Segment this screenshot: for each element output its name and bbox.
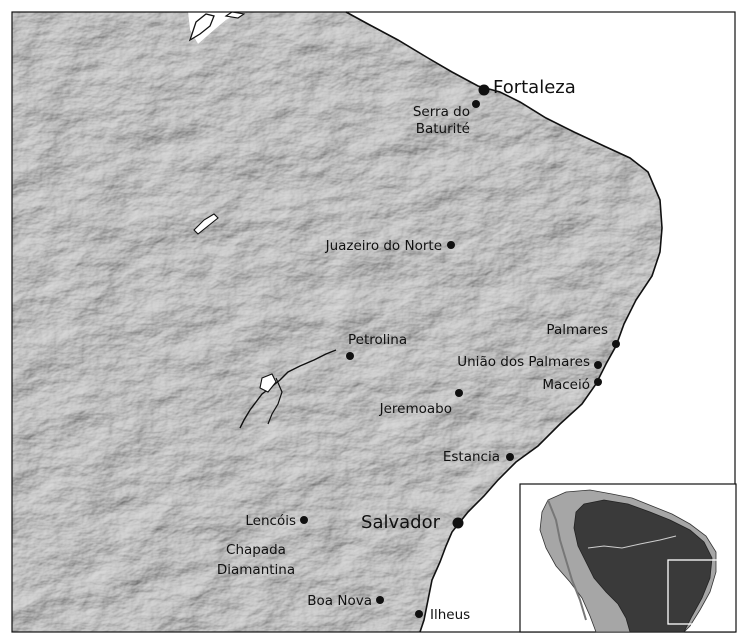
label-chapada-2: Diamantina [217, 562, 295, 578]
city-dot-boanova[interactable] [376, 596, 384, 604]
inset-amazon-river [587, 535, 677, 549]
label-jeremoabo: Jeremoabo [379, 401, 452, 417]
label-ilheus: Ilheus [430, 607, 470, 623]
city-dot-estancia[interactable] [506, 453, 514, 461]
label-uniao: União dos Palmares [457, 354, 590, 370]
inset-map [519, 483, 737, 633]
city-dot-serra[interactable] [472, 100, 480, 108]
coastline [345, 11, 663, 633]
city-dot-petrolina[interactable] [346, 352, 354, 360]
city-dot-lencois[interactable] [300, 516, 308, 524]
city-dot-salvador[interactable] [452, 517, 464, 529]
inset-andes [547, 499, 587, 621]
label-juazeiro: Juazeiro do Norte [325, 238, 442, 254]
label-fortaleza: Fortaleza [493, 77, 576, 98]
river-branch [267, 377, 283, 425]
sobradinho-reservoir [259, 373, 277, 393]
label-lencois: Lencóis [245, 513, 296, 529]
city-dot-palmares[interactable] [612, 340, 620, 348]
city-markers [300, 84, 620, 618]
label-chapada-1: Chapada [226, 542, 286, 558]
north-island [188, 13, 215, 42]
city-dot-maceio[interactable] [594, 378, 602, 386]
label-palmares: Palmares [546, 322, 608, 338]
map-frame [11, 11, 736, 633]
city-dot-ilheus[interactable] [415, 610, 423, 618]
city-dot-uniao[interactable] [594, 361, 602, 369]
label-serra-2: Baturité [416, 121, 470, 137]
label-maceio: Maceió [542, 377, 590, 393]
inset-locator-box [667, 559, 735, 625]
label-petrolina: Petrolina [348, 332, 407, 348]
city-dot-juazeiro[interactable] [447, 241, 455, 249]
lake [193, 213, 219, 235]
label-estancia: Estancia [443, 449, 500, 465]
label-serra-1: Serra do [413, 104, 470, 120]
bay-top [224, 11, 246, 19]
city-dot-jeremoabo[interactable] [455, 389, 463, 397]
label-boanova: Boa Nova [307, 593, 372, 609]
label-salvador: Salvador [361, 512, 441, 533]
city-labels: Fortaleza Serra do Baturité Juazeiro do … [217, 77, 608, 623]
city-dot-fortaleza[interactable] [478, 84, 490, 96]
